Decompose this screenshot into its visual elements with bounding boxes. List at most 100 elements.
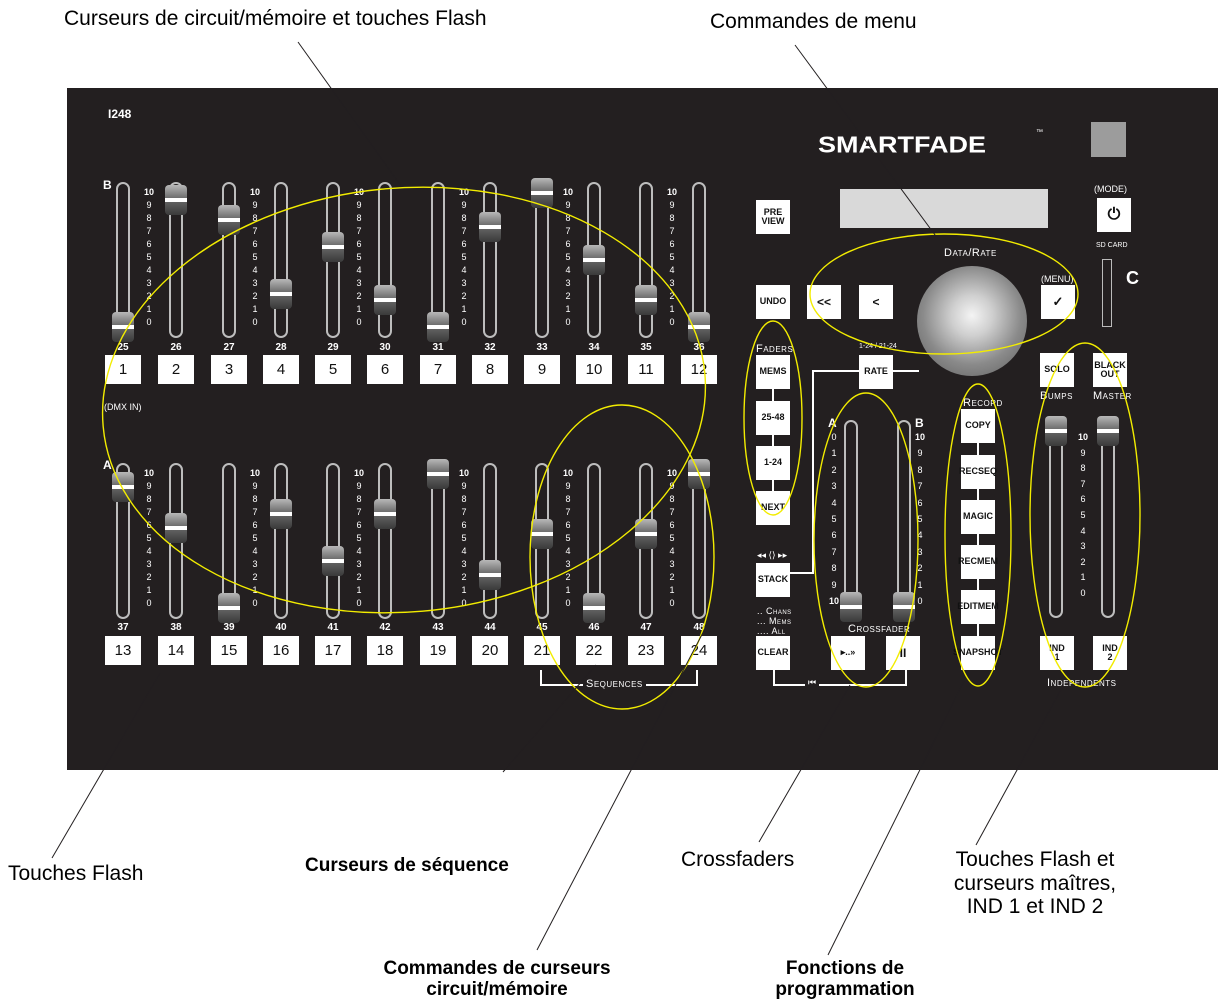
flash-key[interactable]: 20 bbox=[472, 636, 508, 665]
fader-knob[interactable] bbox=[112, 312, 134, 342]
scale-tick: 9 bbox=[146, 200, 152, 210]
flash-key[interactable]: 17 bbox=[315, 636, 351, 665]
flash-key[interactable]: 5 bbox=[315, 355, 351, 384]
fader-knob[interactable] bbox=[374, 285, 396, 316]
mode-button[interactable]: ⏻ bbox=[1097, 198, 1131, 232]
flash-key[interactable]: 19 bbox=[420, 636, 456, 665]
mems-button[interactable]: MEMS bbox=[756, 355, 790, 389]
scale-tick: 10 bbox=[353, 468, 364, 478]
solo-button[interactable]: SOLO bbox=[1040, 353, 1074, 387]
scale-tick: 5 bbox=[1080, 510, 1086, 520]
fader-knob[interactable] bbox=[688, 312, 710, 342]
flash-key[interactable]: 9 bbox=[524, 355, 560, 384]
scale-tick: 0 bbox=[252, 598, 258, 608]
flash-key[interactable]: 7 bbox=[420, 355, 456, 384]
clear-button[interactable]: CLEAR bbox=[756, 636, 790, 670]
flash-key[interactable]: 11 bbox=[628, 355, 664, 384]
next-button[interactable]: NEXT bbox=[756, 491, 790, 525]
range-25-48-button[interactable]: 25-48 bbox=[756, 401, 790, 435]
flash-key[interactable]: 1 bbox=[105, 355, 141, 384]
flash-key[interactable]: 12 bbox=[681, 355, 717, 384]
flash-key[interactable]: 8 bbox=[472, 355, 508, 384]
record-button-text: REC bbox=[958, 466, 978, 477]
stack-button[interactable]: STACK bbox=[756, 563, 790, 597]
fader-knob[interactable] bbox=[218, 593, 240, 623]
crossfader-bracket-right bbox=[905, 670, 907, 685]
flash-key[interactable]: 10 bbox=[576, 355, 612, 384]
fader-knob[interactable] bbox=[165, 512, 187, 543]
scale-tick: 3 bbox=[252, 278, 258, 288]
flash-key[interactable]: 21 bbox=[524, 636, 560, 665]
record-button[interactable]: COPY bbox=[961, 409, 995, 443]
scale-tick: 1 bbox=[146, 585, 152, 595]
fader-knob[interactable] bbox=[479, 211, 501, 242]
flash-key[interactable]: 6 bbox=[367, 355, 403, 384]
flash-key[interactable]: 13 bbox=[105, 636, 141, 665]
go-button[interactable]: ▸..» bbox=[831, 636, 865, 670]
fader-knob[interactable] bbox=[635, 519, 657, 550]
scale-tick: 4 bbox=[252, 546, 258, 556]
data-rate-wheel[interactable] bbox=[917, 266, 1027, 376]
back-fast-button[interactable]: << bbox=[807, 285, 841, 319]
flash-key[interactable]: 3 bbox=[211, 355, 247, 384]
rate-button[interactable]: RATE bbox=[859, 355, 893, 389]
fader-channel-label: 43 bbox=[432, 622, 444, 633]
fader-knob[interactable] bbox=[688, 459, 710, 489]
fader-knob[interactable] bbox=[583, 593, 605, 623]
undo-button[interactable]: UNDO bbox=[756, 285, 790, 319]
lcd-display bbox=[840, 189, 1048, 228]
master-knob[interactable] bbox=[1097, 416, 1119, 446]
fader-knob[interactable] bbox=[635, 285, 657, 316]
scale-tick: 6 bbox=[1080, 494, 1086, 505]
flash-key[interactable]: 18 bbox=[367, 636, 403, 665]
fader-knob[interactable] bbox=[112, 472, 134, 503]
fader-knob[interactable] bbox=[218, 204, 240, 235]
flash-key[interactable]: 23 bbox=[628, 636, 664, 665]
scale-tick: 3 bbox=[669, 559, 675, 569]
back-button[interactable]: < bbox=[859, 285, 893, 319]
scale-tick: 8 bbox=[461, 213, 467, 223]
fader-knob[interactable] bbox=[374, 499, 396, 530]
fader-knob[interactable] bbox=[531, 519, 553, 550]
flash-key[interactable]: 4 bbox=[263, 355, 299, 384]
ok-button[interactable]: ✓ bbox=[1041, 285, 1075, 319]
record-button[interactable]: MAGIC bbox=[961, 500, 995, 534]
flash-key[interactable]: 15 bbox=[211, 636, 247, 665]
fader-knob[interactable] bbox=[583, 245, 605, 275]
power-icon: ⏻ bbox=[1107, 205, 1121, 223]
fader-knob[interactable] bbox=[322, 546, 344, 577]
scale-tick: 7 bbox=[356, 507, 362, 517]
flash-key[interactable]: 2 bbox=[158, 355, 194, 384]
flash-key[interactable]: 24 bbox=[681, 636, 717, 665]
scale-tick: 4 bbox=[669, 546, 675, 556]
fader-knob[interactable] bbox=[165, 184, 187, 215]
scale-tick: 2 bbox=[1080, 556, 1086, 567]
flash-key[interactable]: 16 bbox=[263, 636, 299, 665]
sequences-label: Sequences bbox=[583, 678, 646, 690]
fader-knob[interactable] bbox=[427, 312, 449, 342]
master-knob[interactable] bbox=[1045, 416, 1067, 446]
fader-knob[interactable] bbox=[531, 178, 553, 208]
fader-knob[interactable] bbox=[270, 278, 292, 309]
crossfader-knob[interactable] bbox=[840, 592, 862, 622]
record-button-text: MEM bbox=[977, 601, 999, 612]
sd-card-slot[interactable] bbox=[1102, 259, 1112, 327]
flash-key[interactable]: 22 bbox=[576, 636, 612, 665]
brand-logo: SMARTFADE bbox=[818, 132, 986, 158]
crossfader-bracket-left bbox=[773, 670, 775, 685]
fader-knob[interactable] bbox=[427, 459, 449, 489]
range-1-24-button[interactable]: 1-24 bbox=[756, 446, 790, 480]
fader-knob[interactable] bbox=[270, 499, 292, 530]
fader-knob[interactable] bbox=[322, 231, 344, 262]
pause-button[interactable]: II bbox=[886, 636, 920, 670]
flash-key[interactable]: 14 bbox=[158, 636, 194, 665]
fader-knob[interactable] bbox=[479, 559, 501, 590]
